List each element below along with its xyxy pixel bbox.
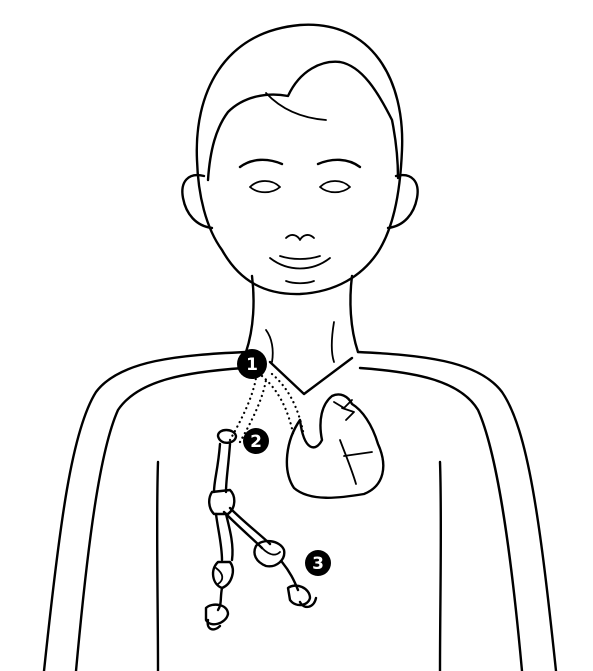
heart-septum bbox=[340, 440, 356, 484]
vein-dots-a bbox=[262, 376, 294, 438]
mouth-upper bbox=[280, 256, 320, 259]
marker-3-label: 3 bbox=[312, 554, 324, 574]
external-catheter bbox=[206, 430, 316, 629]
catheter-cuff bbox=[218, 430, 236, 443]
face bbox=[240, 160, 360, 283]
neck-left bbox=[246, 276, 254, 352]
collar-v bbox=[270, 358, 352, 394]
vein-dots-b bbox=[272, 374, 304, 436]
catheter-tube-left bbox=[214, 444, 220, 492]
heart-vein bbox=[344, 452, 372, 456]
heart-vessel-branch bbox=[342, 408, 354, 420]
neck-inner-left bbox=[266, 330, 273, 362]
right-shoulder-outer bbox=[358, 352, 556, 671]
clamp-a bbox=[213, 562, 233, 588]
cap-a bbox=[206, 605, 228, 625]
marker-2: 2 bbox=[243, 428, 269, 454]
heart-outline bbox=[287, 394, 383, 497]
hair-curl bbox=[266, 93, 326, 120]
marker-1: 1 bbox=[237, 349, 267, 379]
chin-line bbox=[286, 281, 314, 283]
left-arm-inner bbox=[157, 462, 158, 671]
marker-1-label: 1 bbox=[246, 355, 258, 375]
catheter-hub bbox=[209, 490, 234, 514]
body-outline bbox=[44, 352, 556, 671]
marker-3: 3 bbox=[305, 550, 331, 576]
right-arm-inner bbox=[440, 462, 441, 671]
right-eyebrow bbox=[318, 160, 360, 167]
clamp-b-grip bbox=[262, 548, 280, 555]
hairline bbox=[208, 62, 398, 180]
left-eyebrow bbox=[240, 160, 282, 167]
head-outline bbox=[197, 25, 402, 294]
nose bbox=[286, 235, 314, 240]
catheter-tube-right bbox=[226, 444, 230, 492]
left-eye bbox=[250, 181, 280, 192]
right-eye bbox=[320, 181, 350, 192]
neck-inner-right bbox=[332, 322, 334, 362]
heart bbox=[287, 394, 383, 497]
clamp-a-grip bbox=[216, 568, 222, 584]
lumen-a bbox=[216, 514, 222, 560]
lumen-b-edge bbox=[230, 508, 270, 544]
neck-right bbox=[350, 276, 358, 352]
head bbox=[182, 25, 417, 294]
marker-2-label: 2 bbox=[250, 432, 262, 452]
